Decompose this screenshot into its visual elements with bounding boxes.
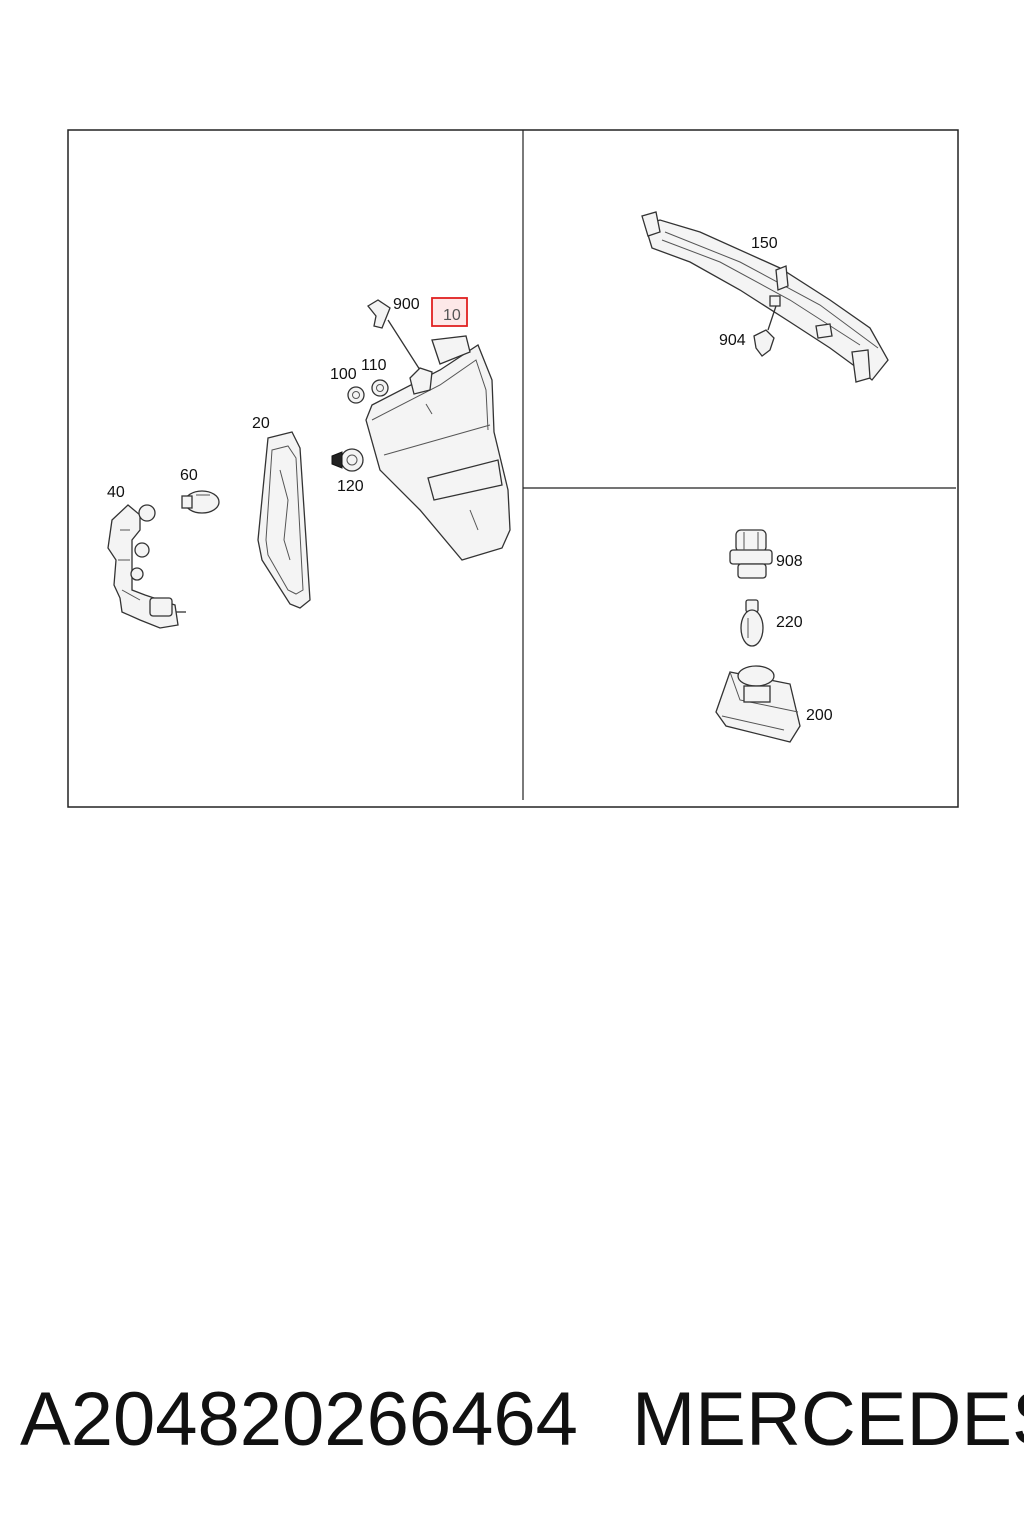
diagram-frame	[67, 129, 959, 808]
callout-200: 200	[806, 707, 833, 724]
clip-part-120	[331, 448, 364, 472]
clip-part-900	[367, 299, 421, 371]
washer-part-110	[371, 379, 389, 397]
callout-150: 150	[751, 235, 778, 252]
callout-120: 120	[337, 478, 364, 495]
tail-lamp-part-10	[365, 335, 511, 561]
brand-name: MERCEDES	[632, 1377, 1024, 1462]
callout-60: 60	[180, 467, 198, 484]
bulb-part-220	[740, 599, 764, 647]
callout-900: 900	[393, 296, 420, 313]
callout-908: 908	[776, 553, 803, 570]
part-number: A204820266464	[20, 1377, 578, 1462]
gasket-part-20	[257, 431, 311, 609]
bulb-socket-part-908	[729, 529, 773, 579]
highlight-box	[431, 297, 468, 327]
callout-10: 10	[443, 307, 461, 324]
clip-part-904	[753, 295, 781, 357]
callout-220: 220	[776, 614, 803, 631]
carrier-rail-part-150	[641, 211, 889, 383]
caption-bar: A204820266464 MERCEDES	[0, 1370, 1024, 1480]
nut-part-100	[347, 386, 365, 404]
bulb-holder-part-40	[107, 504, 186, 629]
callout-40: 40	[107, 484, 125, 501]
light-housing-part-200	[715, 665, 801, 743]
callout-110: 110	[361, 357, 387, 374]
callout-904: 904	[719, 332, 746, 349]
callout-100: 100	[330, 366, 357, 383]
callout-20: 20	[252, 415, 270, 432]
bulb-part-60	[181, 490, 220, 514]
